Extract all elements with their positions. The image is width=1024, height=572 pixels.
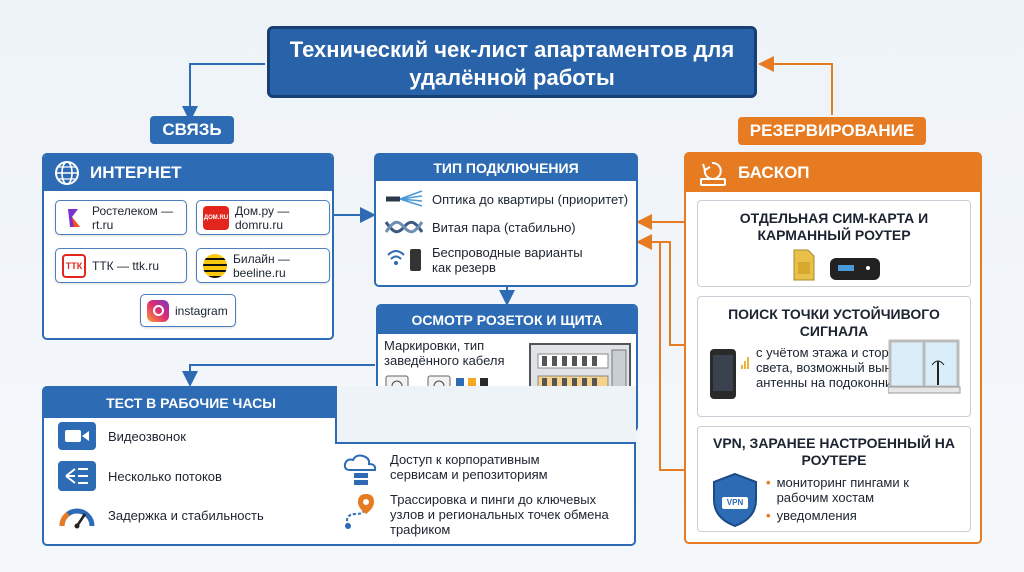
test-panel-notch [335, 386, 636, 444]
test-item-corporate: Доступ к корпоративным сервисам и репози… [342, 452, 600, 490]
line-title-to-svyaz [182, 63, 265, 122]
line-signal-to-podkl [636, 234, 697, 346]
provider-ttk[interactable]: ТТК ТТК — ttk.ru [55, 248, 187, 283]
globe-icon [55, 161, 79, 185]
internet-header: ИНТЕРНЕТ [44, 155, 332, 191]
instagram-card[interactable]: instagram [140, 294, 236, 327]
signal-text: с учётом этажа и стороны света, возможны… [756, 345, 913, 390]
rezerv-label: РЕЗЕРВИРОВАНИЕ [738, 117, 926, 145]
ttk-logo-icon: ТТК [62, 253, 86, 278]
beeline-logo-icon [203, 253, 227, 278]
test-item-label: Видеозвонок [108, 428, 186, 444]
osmotr-title: ОСМОТР РОЗЕТОК И ЩИТА [378, 306, 636, 334]
vpn-list-item: •мониторинг пингами к рабочим хостам [766, 475, 956, 505]
svyaz-label: СВЯЗЬ [150, 116, 234, 144]
sim-title: ОТДЕЛЬНАЯ СИМ-КАРТА И КАРМАННЫЙ РОУТЕР [739, 210, 929, 243]
backup-vpn-card: VPN, ЗАРАНЕЕ НАСТРОЕННЫЙ НА РОУТЕРЕ VPN … [697, 426, 971, 532]
test-item-latency: Задержка и стабильность [58, 500, 264, 530]
test-right-label: Доступ к корпоративным сервисам и репози… [390, 452, 548, 482]
test-item-label: Задержка и стабильность [108, 507, 264, 523]
backup-signal-card: ПОИСК ТОЧКИ УСТОЙЧИВОГО СИГНАЛА с учётом… [697, 296, 971, 417]
podkl-title: ТИП ПОДКЛЮЧЕНИЯ [376, 155, 636, 181]
instagram-label: instagram [175, 303, 228, 318]
backup-header: БАСКОП [686, 154, 980, 192]
instagram-logo-icon [147, 299, 169, 322]
test-item-video: Видеозвонок [58, 422, 186, 450]
rostelecom-logo-icon [62, 205, 86, 230]
streams-icon [58, 461, 96, 491]
osmotr-text: Маркировки, тип заведённого кабеля [384, 338, 505, 368]
provider-label: Дом.ру — domru.ru [235, 203, 290, 232]
speedometer-icon [59, 508, 95, 529]
video-camera-icon [58, 422, 96, 450]
line-rezerv-to-title [758, 56, 833, 115]
vpn-list-item: •уведомления [766, 508, 857, 523]
podkl-item-label: Оптика до квартиры (приоритет) [432, 191, 629, 207]
signal-title: ПОИСК ТОЧКИ УСТОЙЧИВОГО СИГНАЛА [728, 306, 940, 339]
line-osmotr-to-test [182, 364, 375, 387]
domru-logo-text: ДОМ.RU [203, 214, 229, 221]
provider-rostelecom[interactable]: Ростелеком — rt.ru [55, 200, 187, 235]
vpn-badge: VPN [722, 497, 748, 509]
test-right-label: Трассировка и пинги до ключевых узлов и … [390, 492, 609, 537]
podkl-item-label: Витая пара (стабильно) [432, 219, 576, 235]
test-item-traceroute: Трассировка и пинги до ключевых узлов и … [342, 492, 620, 537]
window-antenna-icon [888, 339, 961, 394]
test-title: ТЕСТ В РАБОЧИЕ ЧАСЫ [44, 388, 338, 418]
provider-label: Билайн — beeline.ru [233, 251, 290, 280]
podkl-item-label: Беспроводные варианты как резерв [432, 245, 583, 275]
vpn-list: •мониторинг пингами к рабочим хостам •ув… [766, 475, 956, 523]
sim-and-router-icon [793, 249, 880, 281]
vpn-title: VPN, ЗАРАНЕЕ НАСТРОЕННЫЙ НА РОУТЕРЕ [712, 435, 955, 468]
internet-panel: ИНТЕРНЕТ [42, 153, 334, 340]
cloud-server-icon [343, 454, 377, 485]
podkl-item-fiber: Оптика до квартиры (приоритет) [384, 188, 628, 210]
ttk-logo-text: ТТК [65, 260, 83, 271]
test-item-label: Несколько потоков [108, 468, 222, 484]
provider-beeline[interactable]: Билайн — beeline.ru [196, 248, 330, 283]
vpn-item-label: уведомления [776, 508, 857, 523]
internet-title: ИНТЕРНЕТ [90, 163, 182, 182]
wireless-icon [387, 249, 421, 271]
provider-domru[interactable]: ДОМ.RU Дом.ру — domru.ru [196, 200, 330, 235]
backup-server-icon [700, 161, 726, 186]
vpn-item-label: мониторинг пингами к рабочим хостам [776, 475, 909, 505]
fiber-optic-icon [386, 190, 423, 207]
phone-signal-icon [710, 349, 749, 399]
route-pin-icon [345, 494, 374, 529]
podkl-item-wireless: Беспроводные варианты как резерв [384, 245, 602, 275]
test-item-streams: Несколько потоков [58, 461, 222, 491]
backup-sim-card: ОТДЕЛЬНАЯ СИМ-КАРТА И КАРМАННЫЙ РОУТЕР [697, 200, 971, 287]
provider-label: Ростелеком — rt.ru [92, 203, 174, 232]
backup-title: БАСКОП [738, 163, 810, 182]
podkl-item-twisted: Витая пара (стабильно) [384, 216, 576, 238]
twisted-pair-icon [384, 220, 424, 234]
provider-label: ТТК — ttk.ru [92, 258, 159, 273]
domru-logo-icon: ДОМ.RU [203, 205, 229, 230]
page-title: Технический чек-лист апартаментов для уд… [267, 26, 757, 98]
